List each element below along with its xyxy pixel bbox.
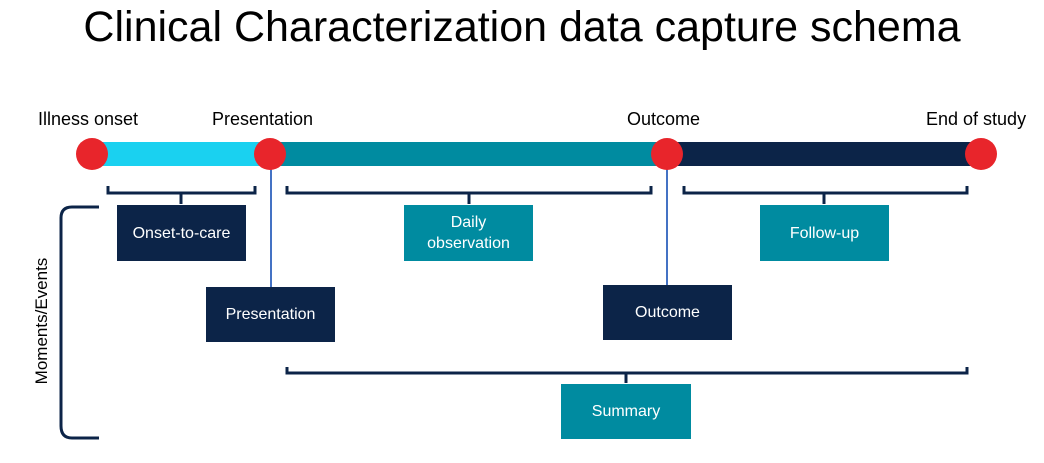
node-outcome [651, 138, 683, 170]
box-follow-up: Follow-up [760, 205, 889, 261]
presentation-connector-line [270, 160, 272, 287]
node-illness-onset [76, 138, 108, 170]
bracket-onset-to-care [106, 186, 257, 204]
outcome-connector-line [666, 160, 668, 285]
label-presentation: Presentation [212, 109, 314, 129]
diagram-title: Clinical Characterization data capture s… [83, 3, 961, 51]
box-daily-observation: Daily observation [404, 205, 533, 261]
box-summary: Summary [561, 384, 691, 439]
node-end-of-study [965, 138, 997, 170]
bracket-moments-events [59, 205, 99, 440]
bracket-daily-observation [285, 186, 653, 204]
label-end-of-study: End of study [926, 109, 1027, 129]
box-presentation: Presentation [206, 287, 335, 342]
box-outcome: Outcome [603, 285, 732, 340]
label-outcome: Outcome [627, 109, 701, 129]
timeline-segment-follow-up [667, 142, 981, 166]
label-illness-onset: Illness onset [38, 109, 139, 129]
bracket-follow-up [682, 186, 969, 204]
box-onset-to-care: Onset-to-care [117, 205, 246, 261]
timeline-segment-onset [92, 142, 270, 166]
bracket-summary [285, 367, 969, 383]
moments-events-label: Moments/Events [32, 257, 51, 385]
timeline-segment-observation [270, 142, 667, 166]
node-presentation [254, 138, 286, 170]
